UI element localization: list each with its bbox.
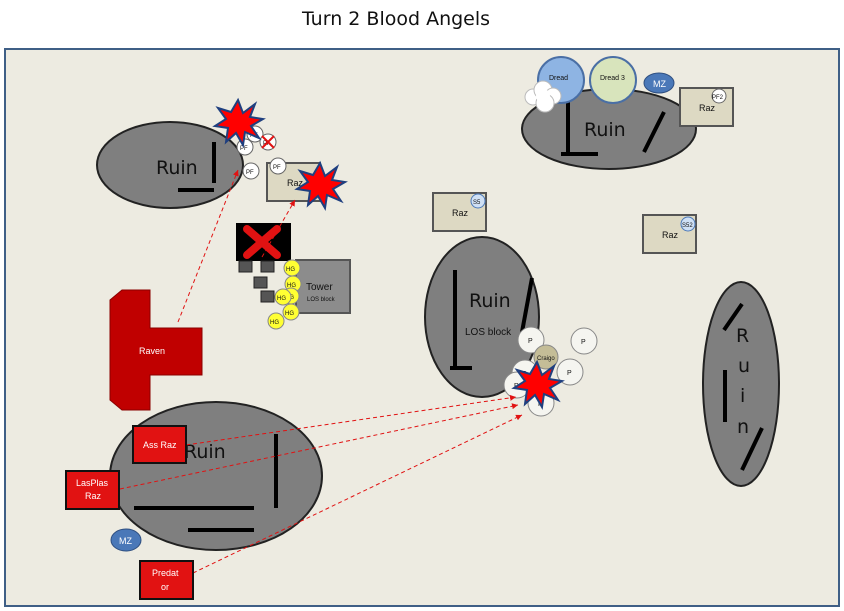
lasplas-raz-label: Raz [85,491,102,501]
mz-token-enemy: MZ [643,72,675,94]
craigo-label: Craigo [537,356,555,362]
razorback-center: Raz [432,192,487,232]
tower-label: Tower [306,282,333,293]
ass-raz-unit: Ass Raz [132,425,187,464]
predator-label: Predat [152,568,179,578]
p-token: P [570,327,598,355]
ruin-bottom-left: Ruin [109,401,323,551]
ruin-letter: u [738,355,750,377]
ruin-letter: i [740,385,745,407]
mz-label: MZ [653,79,666,89]
pf2-marker-label: PF2 [712,95,724,101]
ruin-label: Ruin [584,119,626,141]
razorback-label: Raz [662,230,679,240]
p-token: P [556,358,584,386]
s5-marker: S5 [470,193,486,209]
svg-text:HG: HG [277,296,286,302]
pf-token: PF [242,162,260,180]
mz-label: MZ [119,536,132,546]
tower-los-block: Tower LOS block [295,259,351,314]
explosion-icon [212,97,266,148]
explosion-icon [294,160,348,211]
razorback-right: Raz [642,214,697,254]
battlefield: Ruin Ruin Ruin LOS block Ruin R u i n [4,48,840,607]
predator-unit: Predat or [139,560,194,600]
razorback-label: Raz [699,103,716,113]
svg-text:PF: PF [246,170,254,176]
razorback-label: Raz [287,178,304,188]
model-icons [238,260,275,303]
ruin-letter: R [736,325,749,347]
svg-text:P: P [567,370,572,377]
dread-label: Dread [549,75,568,82]
raven-flyer: Raven [109,289,203,411]
s52-marker-label: S52 [682,223,693,229]
ruin-label: Ruin [184,441,226,463]
svg-text:HG: HG [285,311,294,317]
razorback-label: Raz [452,208,469,218]
svg-text:HG: HG [270,320,279,326]
dread-label: Dread 3 [600,75,625,82]
pf-token-destroyed: PF [259,133,277,151]
pf2-marker: PF2 [711,88,727,104]
ruin-top-right: Ruin [521,88,697,170]
ruin-label: Ruin [469,290,511,312]
hg-token: HG [274,288,292,306]
ruin-center: Ruin LOS block [424,236,540,398]
page-title: Turn 2 Blood Angels [301,8,491,30]
s5-marker-label: S5 [473,200,481,206]
ruin-label: Ruin [156,157,198,179]
ass-raz-label: Ass Raz [143,440,177,450]
svg-text:HG: HG [286,267,295,273]
mz-token-player: MZ [110,528,142,552]
dreadnought-3: Dread 3 [589,56,637,104]
hg-token: HG [283,259,301,277]
hg-token: HG [267,312,285,330]
svg-text:PF: PF [273,165,281,171]
lasplas-raz-unit: LasPlas Raz [65,470,120,510]
pf-token: PF [236,138,254,156]
raven-label: Raven [139,346,165,356]
svg-text:P: P [528,338,533,345]
svg-text:PF: PF [240,146,248,152]
ruin-right: R u i n [702,281,780,487]
pf-token: PF [269,157,287,175]
ruin-top-left: Ruin [96,121,244,209]
battlefield-map: Ruin Ruin Ruin LOS block Ruin R u i n [65,56,780,600]
svg-text:P: P [581,339,586,346]
hg-token: HG [282,303,300,321]
predator-label: or [161,582,169,592]
s52-marker: S52 [680,216,696,232]
lasplas-raz-label: LasPlas [76,478,109,488]
ruin-letter: n [737,416,749,438]
p-token: P [517,326,545,354]
smoke-cloud-icon [524,80,562,113]
explosion-icon [511,359,565,410]
fire-lines [119,169,523,574]
craigo-character: Craigo [533,344,559,370]
los-block-label: LOS block [465,327,512,338]
svg-text:HG: HG [287,283,296,289]
tower-sublabel: LOS block [307,297,336,303]
